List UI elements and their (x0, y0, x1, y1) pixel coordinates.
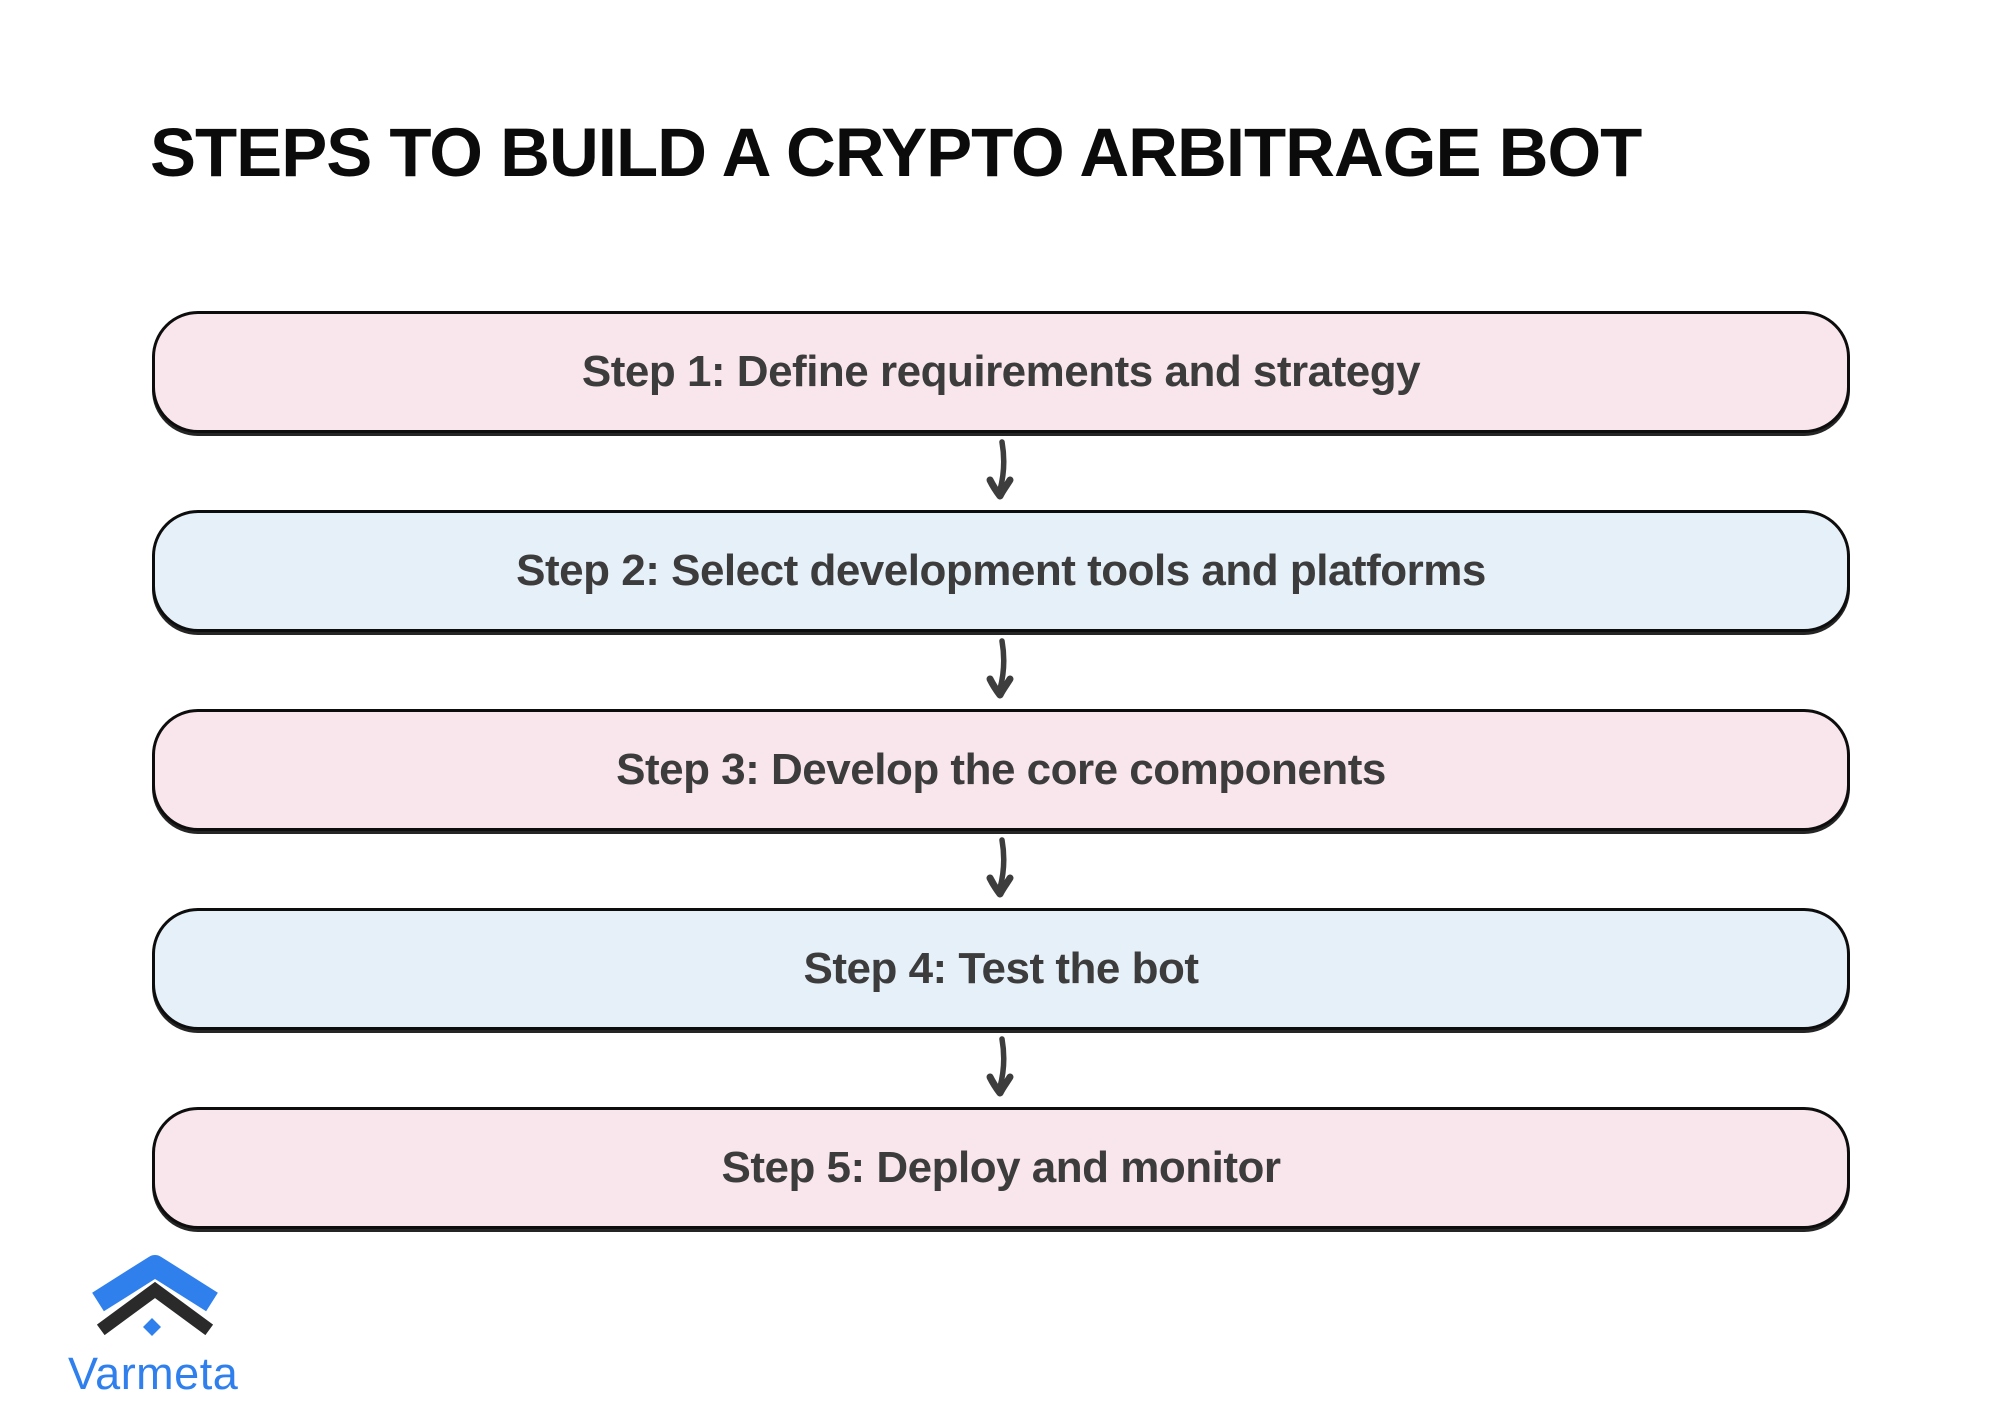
down-arrow-icon (986, 637, 1014, 698)
step-label: Step 1: Define requirements and strategy (581, 347, 1421, 396)
down-arrow-icon (986, 1035, 1014, 1096)
logo-blue-chevron (92, 1255, 218, 1312)
brand-name: Varmeta (68, 1348, 239, 1399)
page-title: STEPS TO BUILD A CRYPTO ARBITRAGE BOT (150, 114, 1642, 191)
logo-diamond (143, 1318, 161, 1336)
step-label: Step 4: Test the bot (803, 944, 1199, 993)
down-arrow-icon (986, 836, 1014, 897)
step-label: Step 3: Develop the core components (616, 745, 1386, 794)
down-arrow-icon (986, 438, 1014, 499)
step-label: Step 2: Select development tools and pla… (516, 546, 1486, 595)
logo-dark-chevron (96, 1281, 214, 1336)
step-box-4: Step 4: Test the bot (152, 908, 1850, 1030)
varmeta-logo-icon (92, 1255, 218, 1336)
step-box-5: Step 5: Deploy and monitor (152, 1107, 1850, 1229)
flow-connector (152, 1030, 1850, 1107)
step-label: Step 5: Deploy and monitor (721, 1143, 1281, 1192)
brand-logo: Varmeta (58, 1255, 298, 1400)
flow-connector (152, 831, 1850, 908)
flow-connector (152, 433, 1850, 510)
step-box-2: Step 2: Select development tools and pla… (152, 510, 1850, 632)
steps-flow: Step 1: Define requirements and strategy… (152, 311, 1850, 1229)
step-box-3: Step 3: Develop the core components (152, 709, 1850, 831)
step-box-1: Step 1: Define requirements and strategy (152, 311, 1850, 433)
flow-connector (152, 632, 1850, 709)
